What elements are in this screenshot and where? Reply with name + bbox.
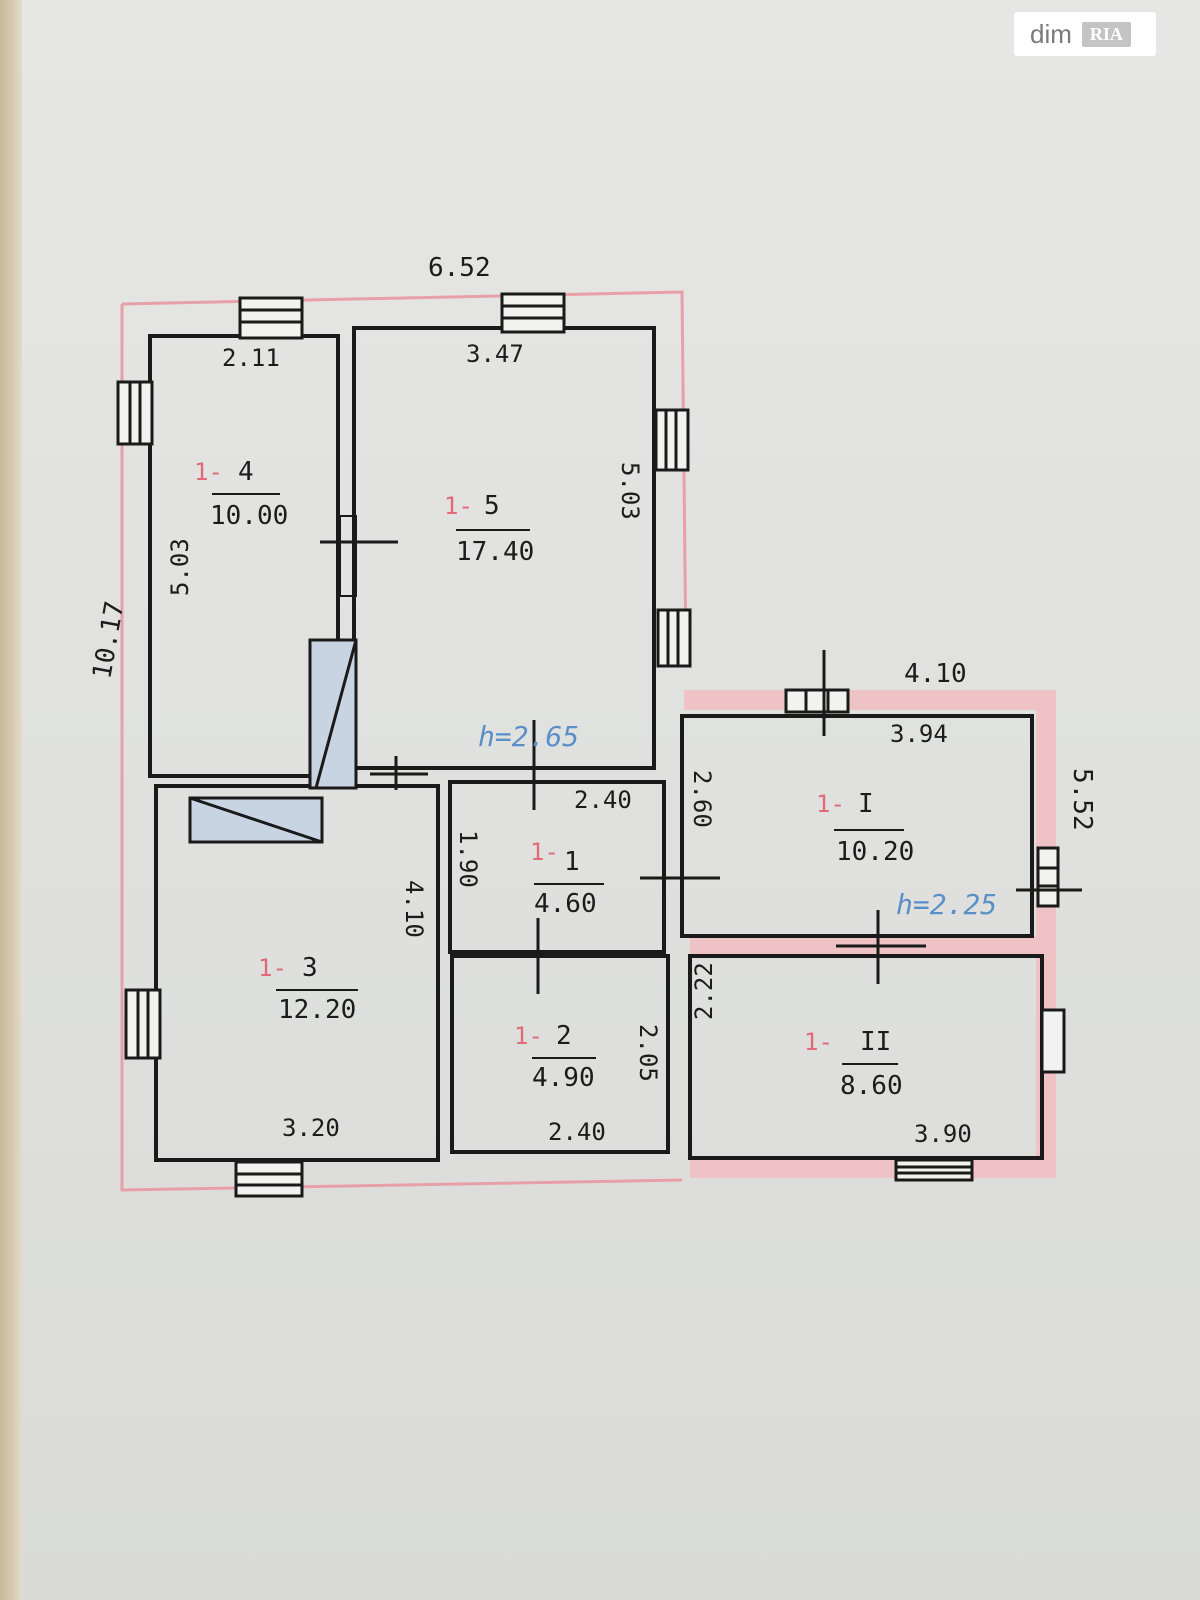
window-right-lower: [656, 608, 692, 668]
room-2-code: 1-: [514, 1022, 543, 1050]
room-I-area: 10.20: [836, 837, 914, 867]
room-3-outline: [154, 784, 440, 1162]
stove-upper: [308, 638, 358, 790]
room-1-side-dim: 1.90: [454, 830, 482, 888]
building-outline: [120, 290, 688, 1192]
doors: [320, 515, 1082, 994]
window-top-right: [500, 292, 566, 334]
room-1-code: 1-: [530, 838, 559, 866]
room-3-number: 3: [302, 953, 318, 983]
room-4-area: 10.00: [210, 501, 288, 531]
room-2-outline: [450, 954, 670, 1154]
overall-depth: 10.17: [87, 599, 130, 681]
room-4-number: 4: [238, 457, 254, 487]
watermark-dim: dim: [1030, 18, 1072, 49]
room-4-top-dim: 2.11: [222, 344, 280, 372]
room-5-code: 1-: [444, 492, 473, 520]
room-II-outline: [688, 954, 1044, 1160]
annex-width: 4.10: [904, 659, 967, 689]
overall-width: 6.52: [428, 253, 491, 283]
room-I-code: 1-: [816, 790, 845, 818]
room-2-number: 2: [556, 1021, 572, 1051]
room-2-area: 4.90: [532, 1063, 595, 1093]
door-1-I: [640, 838, 720, 918]
room-4-side-dim: 5.03: [166, 538, 194, 596]
room-3-bottom-dim: 3.20: [282, 1114, 340, 1142]
room-3-side-dim: 4.10: [400, 880, 428, 938]
room-5-height-note: h=2.65: [478, 720, 579, 753]
window-right-upper: [654, 408, 690, 472]
room-II-code: 1-: [804, 1028, 833, 1056]
room-2-bottom-dim: 2.40: [548, 1118, 606, 1146]
room-1-number: 1: [564, 847, 580, 877]
notebook-binding: [0, 0, 22, 1600]
door-4-5: [320, 515, 398, 597]
room-3-area: 12.20: [278, 995, 356, 1025]
room-5-number: 5: [484, 491, 500, 521]
room-2-side-dim: 2.05: [634, 1024, 662, 1082]
window-left-lower: [124, 988, 162, 1060]
watermark-ria: RIA: [1081, 21, 1131, 47]
room-5-top-dim: 3.47: [466, 340, 524, 368]
door-1-2: [500, 918, 580, 994]
dimria-watermark: dim RIA: [1014, 12, 1156, 56]
stove-lower: [188, 796, 324, 844]
room-1-area: 4.60: [534, 889, 597, 919]
room-I-side-dim: 2.60: [688, 770, 716, 828]
door-I-II: [836, 910, 926, 984]
room-II-number: II: [860, 1027, 891, 1057]
window-annex-top: [784, 688, 850, 714]
window-annex-bottom: [894, 1158, 974, 1182]
window-top-left: [238, 296, 304, 340]
windows: [116, 292, 1066, 1198]
room-1-top-dim: 2.40: [574, 786, 632, 814]
window-bottom-left: [234, 1160, 304, 1198]
window-annex-right-lower: [1040, 1008, 1066, 1074]
door-5-corridor: [370, 756, 428, 790]
room-II-bottom-dim: 3.90: [914, 1120, 972, 1148]
stoves: [188, 638, 358, 844]
room-I-height-note: h=2.25: [896, 888, 997, 921]
room-5-area: 17.40: [456, 537, 534, 567]
room-I-outline: [680, 714, 1034, 938]
room-I-number: I: [858, 789, 874, 819]
room-II-side-dim: 2.22: [690, 962, 718, 1020]
room-5-side-dim: 5.03: [616, 462, 644, 520]
room-3-code: 1-: [258, 954, 287, 982]
room-I-top-dim: 3.94: [890, 720, 948, 748]
window-annex-right: [1036, 846, 1060, 908]
room-II-area: 8.60: [840, 1071, 903, 1101]
annex-depth: 5.52: [1067, 768, 1097, 831]
window-left-upper: [116, 380, 154, 446]
room-4-code: 1-: [194, 458, 223, 486]
